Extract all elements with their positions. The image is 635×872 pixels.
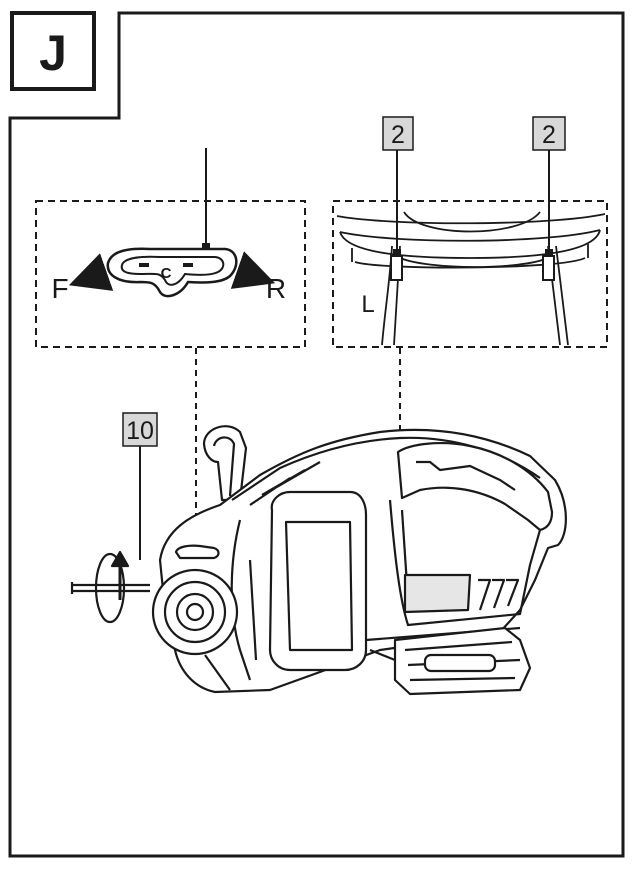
callout-2-left-dot — [393, 249, 401, 255]
drain-cleaner-illustration — [70, 425, 567, 696]
clip-right — [542, 255, 555, 281]
handle-collar-illustration — [336, 211, 606, 346]
callout-box-2-right — [532, 116, 566, 151]
clip-left — [390, 255, 403, 281]
outer-frame — [8, 11, 625, 858]
letter-box — [10, 11, 96, 91]
forward-label: F — [51, 273, 68, 304]
handle-side-label: L — [361, 291, 374, 318]
reverse-arrow-icon — [230, 251, 276, 289]
switch-detail-box — [35, 200, 306, 348]
callout-box-10 — [122, 412, 158, 447]
figure-letter: J — [39, 25, 67, 81]
rocker-switch-icon — [106, 247, 238, 298]
forward-arrow-icon — [68, 253, 114, 291]
handle-detail-box — [332, 200, 608, 348]
switch-notch-left — [139, 263, 149, 267]
callout-10-text: 10 — [126, 417, 154, 445]
switch-leader-dot — [202, 243, 210, 249]
switch-center-label: C — [161, 265, 172, 282]
rocker-switch-inner — [120, 255, 225, 286]
callout-2-right-dot — [545, 249, 553, 255]
reverse-label: R — [266, 273, 286, 304]
switch-notch-right — [183, 263, 193, 267]
callout-2-right-text: 2 — [542, 121, 556, 149]
callout-2-left-text: 2 — [391, 121, 405, 149]
